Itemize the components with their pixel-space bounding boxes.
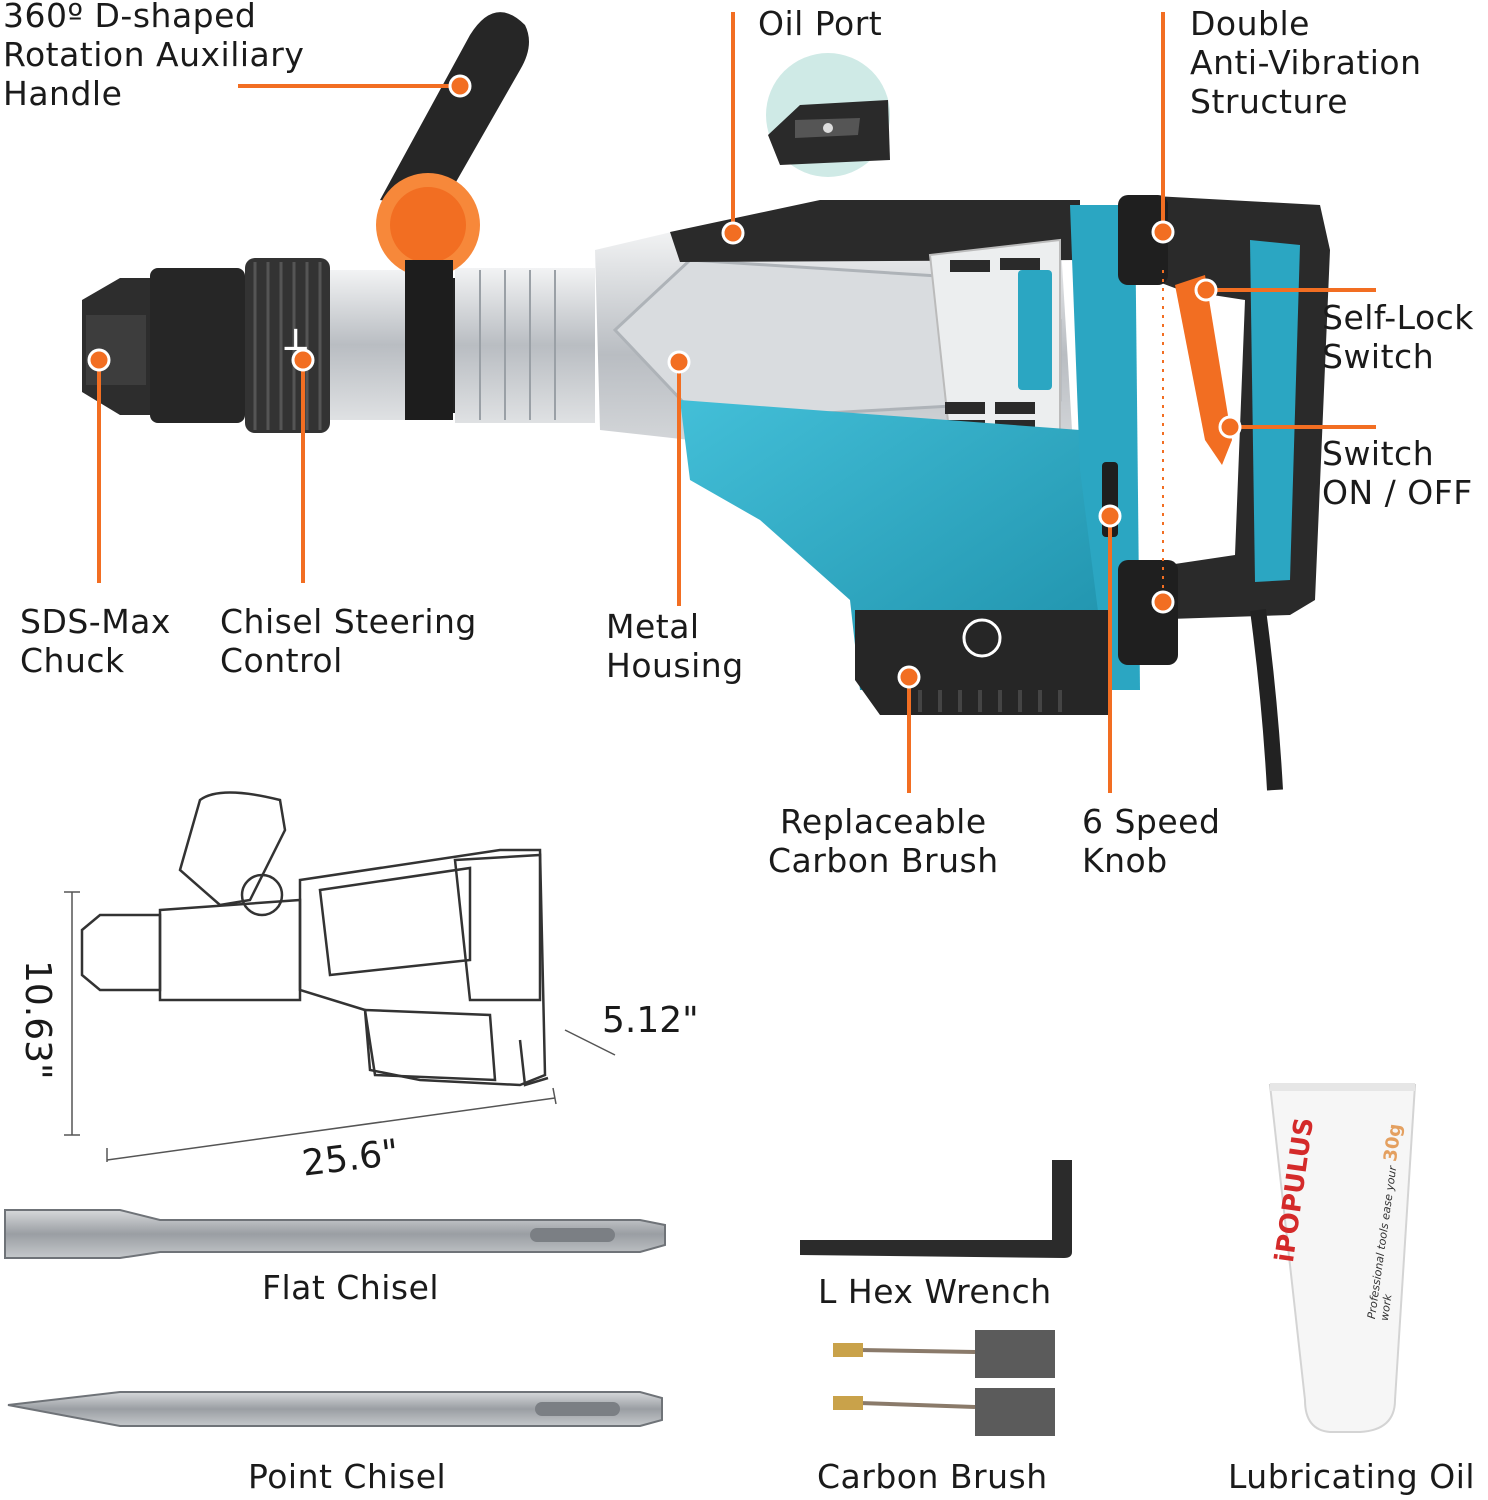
speed-knob-label: 6 Speed Knob <box>1082 802 1221 880</box>
oil-port-label: Oil Port <box>758 4 883 43</box>
replaceable-carbon-brush-label: Replaceable Carbon Brush <box>768 802 999 880</box>
metal-housing-label: Metal Housing <box>606 607 744 685</box>
demolition-hammer: ⊥ <box>82 12 1330 791</box>
oil-port-inset <box>766 53 890 177</box>
width-dimension: 5.12" <box>602 1000 699 1041</box>
anti-vibration-label: Double Anti-Vibration Structure <box>1190 4 1422 121</box>
flat-chisel-illustration <box>4 1209 666 1259</box>
point-chisel-illustration <box>7 1391 663 1427</box>
dimension-lines <box>64 891 616 1162</box>
callout-leaders <box>97 12 1376 793</box>
aux-handle-label: 360º D-shaped Rotation Auxiliary Handle <box>3 0 305 113</box>
switch-on-off-label: Switch ON / OFF <box>1322 434 1473 512</box>
chisel-steering-label: Chisel Steering Control <box>220 602 477 680</box>
callout-dots <box>87 74 1242 689</box>
lubricating-oil-tube-illustration <box>1268 1083 1417 1433</box>
carbon-brush-illustration <box>833 1330 1055 1436</box>
point-chisel-label: Point Chisel <box>248 1457 447 1496</box>
dimension-drawing <box>80 791 549 1087</box>
height-dimension: 10.63" <box>17 960 58 1080</box>
flat-chisel-label: Flat Chisel <box>262 1268 440 1307</box>
carbon-brush-label: Carbon Brush <box>817 1457 1048 1496</box>
hex-wrench-label: L Hex Wrench <box>818 1272 1052 1311</box>
self-lock-switch-label: Self-Lock Switch <box>1322 298 1474 376</box>
hex-wrench-illustration <box>800 1160 1072 1258</box>
sds-max-chuck-label: SDS-Max Chuck <box>20 602 171 680</box>
lubricating-oil-label: Lubricating Oil <box>1228 1457 1476 1496</box>
